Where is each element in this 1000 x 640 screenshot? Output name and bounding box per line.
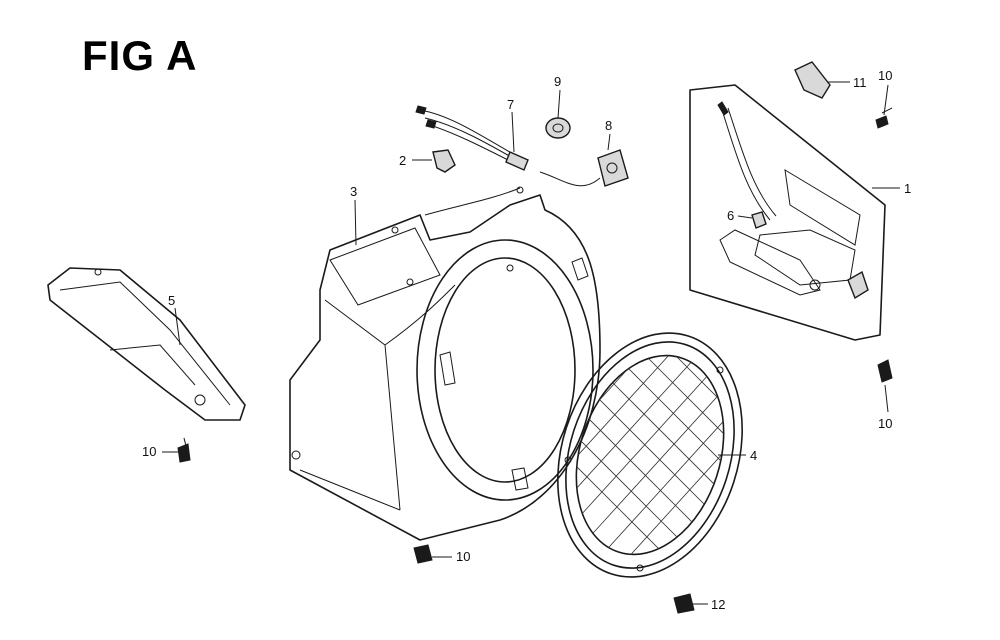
side-plate-part (47, 267, 246, 421)
callout-1: 1 (904, 181, 911, 196)
callout-2: 2 (399, 153, 406, 168)
callout-10-bottom: 10 (456, 549, 470, 564)
bolt-top-right (875, 107, 893, 129)
callout-10-right: 10 (878, 416, 892, 431)
leader-lines (162, 81, 900, 605)
callout-9: 9 (554, 74, 561, 89)
fan-cover-part (289, 186, 601, 541)
callout-6: 6 (727, 208, 734, 223)
callout-10-left: 10 (142, 444, 156, 459)
callout-4: 4 (750, 448, 757, 463)
clamp-part (794, 61, 831, 99)
callout-8: 8 (605, 118, 612, 133)
switch-box-assembly-part (689, 84, 886, 341)
small-clip-part (751, 211, 767, 229)
bolt-left (177, 437, 191, 463)
figure-title: FIG A (82, 32, 198, 79)
bolt-right (877, 359, 893, 383)
wire-harness-part (415, 105, 529, 171)
grille-screen-part (551, 332, 749, 578)
grommet-part (545, 117, 571, 139)
callout-10-top-right: 10 (878, 68, 892, 83)
callout-3: 3 (350, 184, 357, 199)
bolt-grille (673, 593, 695, 614)
sensor-part (539, 149, 629, 187)
clip-part (432, 149, 456, 173)
bolt-bottom (413, 544, 433, 564)
callout-5: 5 (168, 293, 175, 308)
callout-7: 7 (507, 97, 514, 112)
callout-11: 11 (853, 75, 867, 90)
callout-12: 12 (711, 597, 725, 612)
